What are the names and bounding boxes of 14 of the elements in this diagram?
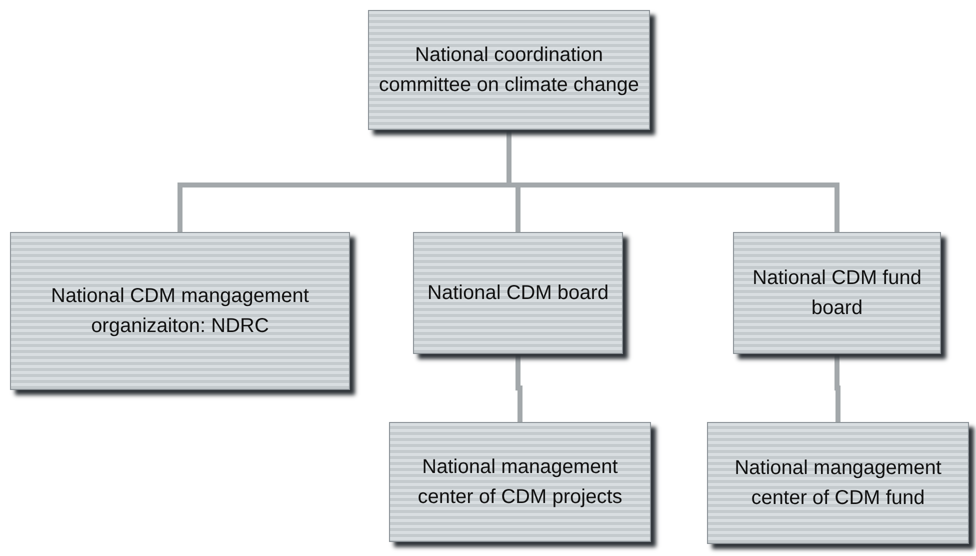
box-label: National management center of CDM projects: [416, 455, 624, 510]
org-box: [389, 422, 651, 542]
org-box: [707, 422, 969, 544]
org-box: [733, 232, 941, 354]
org-box: [10, 232, 350, 390]
org-box: [368, 10, 650, 130]
org-box: [413, 232, 623, 354]
box-label: National CDM mangagement organizaiton: NDRC: [50, 284, 310, 339]
connector-line: [516, 354, 522, 422]
box-label: National coordination committee on climate change: [378, 43, 640, 98]
box-label: National mangagement center of CDM fund: [734, 456, 942, 511]
box-label: National CDM fund board: [752, 266, 922, 321]
connector-line: [834, 354, 840, 422]
box-label: National CDM board: [427, 281, 609, 306]
